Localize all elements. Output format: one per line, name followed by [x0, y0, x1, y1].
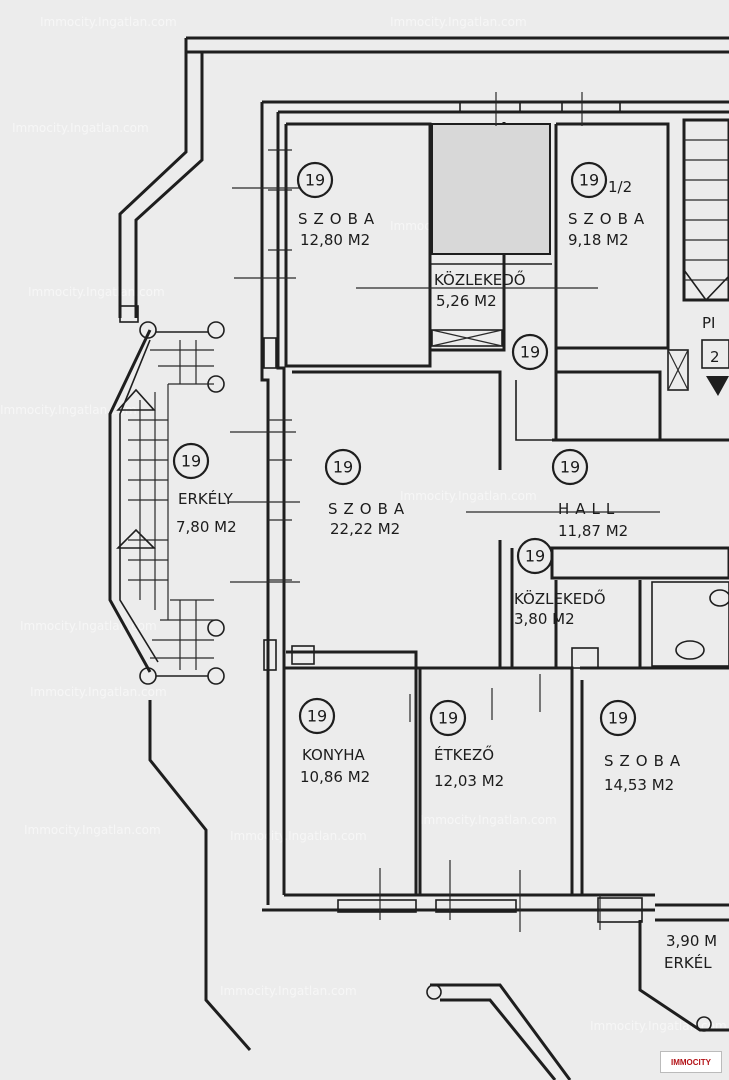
room-name: HALL: [558, 500, 620, 518]
watermark-text: Immocity.Ingatlan.com: [12, 121, 149, 135]
room-area: 7,80 M2: [176, 518, 237, 536]
room-area: 5,26 M2: [436, 292, 497, 310]
room-name: ERKÉLY: [178, 489, 234, 508]
brand-logo: IMMOCITY: [660, 1051, 722, 1073]
room-name: KONYHA: [302, 746, 365, 764]
shaft-area: [431, 123, 551, 255]
room-name: SZOBA: [604, 752, 686, 770]
watermark-text: Immocity.Ingatlan.com: [40, 15, 177, 29]
room-number: 19: [608, 709, 628, 728]
room-area: 9,18 M2: [568, 231, 629, 249]
room-area: 22,22 M2: [330, 520, 400, 538]
logo-text: IMMOCITY: [671, 1057, 711, 1067]
room-number: 19: [305, 171, 325, 190]
watermark-text: Immocity.Ingatlan.com: [30, 685, 167, 699]
watermark-text: Immocity.Ingatlan.com: [230, 829, 367, 843]
watermark-text: Immocity.Ingatlan.com: [400, 489, 537, 503]
stair-digit: 2: [710, 348, 720, 366]
room-name: ÉTKEZŐ: [434, 744, 494, 764]
room-name: SZOBA: [298, 210, 380, 228]
room-number: 19: [579, 171, 599, 190]
watermark-text: Immocity.Ingatlan.com: [420, 813, 557, 827]
stair-letter: PI: [702, 314, 715, 332]
room-suffix: 1/2: [608, 178, 632, 196]
room-name: KÖZLEKEDŐ: [514, 588, 606, 608]
room-area: 10,86 M2: [300, 768, 370, 786]
watermark-text: Immocity.Ingatlan.com: [590, 1019, 727, 1033]
room-name: ERKÉL: [664, 953, 712, 972]
watermark-text: Immocity.Ingatlan.com: [28, 285, 165, 299]
room-area: 3,90 M: [666, 932, 717, 950]
room-area: 12,03 M2: [434, 772, 504, 790]
watermark-text: Immocity.Ingatlan.com: [390, 15, 527, 29]
room-area: 14,53 M2: [604, 776, 674, 794]
room-number: 19: [520, 343, 540, 362]
room-number: 19: [181, 452, 201, 471]
room-labels: SZOBA 12,80 M2 1/2 SZOBA 9,18 M2 KÖZLEKE…: [176, 178, 720, 972]
watermark-text: Immocity.Ingatlan.com: [24, 823, 161, 837]
watermark-text: Immocity.Ingatlan.com: [0, 403, 137, 417]
room-area: 12,80 M2: [300, 231, 370, 249]
outer-walls: [108, 36, 729, 1051]
room-number: 19: [307, 707, 327, 726]
room-number-circles: 19 19 19 19 19 19 19 19 19 19: [172, 161, 637, 737]
room-name: SZOBA: [328, 500, 410, 518]
watermark-text: Immocity.Ingatlan.com: [220, 984, 357, 998]
room-number: 19: [438, 709, 458, 728]
room-number: 19: [333, 458, 353, 477]
room-area: 3,80 M2: [514, 610, 575, 628]
room-area: 11,87 M2: [558, 522, 628, 540]
room-number: 19: [525, 547, 545, 566]
room-name: KÖZLEKEDŐ: [434, 269, 526, 289]
room-name: SZOBA: [568, 210, 650, 228]
room-number: 19: [560, 458, 580, 477]
balcony-grid: [116, 340, 214, 670]
interior-walls: [228, 92, 729, 1080]
